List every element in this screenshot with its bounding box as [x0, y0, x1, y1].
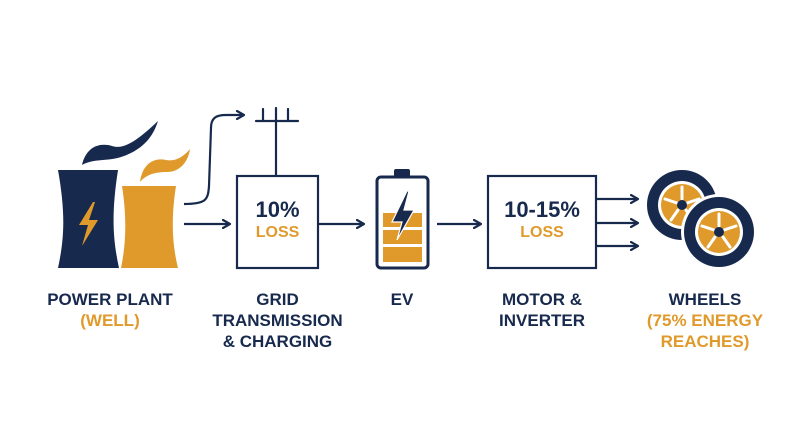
motor-loss-percent: 10-15%: [504, 197, 580, 222]
battery-fill-bottom: [383, 247, 422, 262]
ev-label: EV: [372, 289, 432, 310]
motor-label-line-2: INVERTER: [499, 311, 585, 330]
motor-label: MOTOR & INVERTER: [482, 289, 602, 331]
ev-title: EV: [390, 290, 414, 309]
orange-smoke: [140, 149, 190, 182]
wheels-title: WHEELS: [668, 290, 742, 309]
motor-loss-label: LOSS: [520, 224, 564, 241]
orange-cooling-tower: [121, 186, 178, 268]
battery-case: [375, 175, 430, 270]
wheels-sublabel-line-1: (75% ENERGY: [646, 311, 764, 330]
power-plant-title: POWER PLANT: [47, 290, 173, 309]
grid-label-line-3: & CHARGING: [222, 332, 333, 351]
battery-bolt-icon: [391, 190, 416, 241]
power-pylon-icon: [254, 106, 300, 178]
wheels-label: WHEELS (75% ENERGY REACHES): [625, 289, 785, 352]
battery-charging-icon: [375, 169, 430, 270]
grid-label: GRID TRANSMISSION & CHARGING: [205, 289, 350, 352]
battery-terminal: [394, 169, 410, 177]
lightning-bolt-icon: [79, 202, 98, 246]
grid-label-line-2: TRANSMISSION: [212, 311, 343, 330]
grid-loss-percent: 10%: [255, 197, 300, 222]
arrow-plant-to-branch: [183, 115, 244, 206]
grid-loss-label: LOSS: [255, 224, 300, 241]
motor-label-line-1: MOTOR &: [502, 290, 582, 309]
front-wheel: [681, 194, 757, 270]
battery-fill-middle: [383, 230, 422, 244]
grid-label-line-1: GRID: [256, 290, 299, 309]
power-plant-sublabel: (WELL): [80, 311, 140, 330]
wheels-sublabel-line-2: REACHES): [660, 332, 750, 351]
power-plant-icon: [58, 121, 190, 268]
wheels-icon: [647, 170, 757, 270]
grid-loss-text: 10% LOSS: [237, 197, 318, 243]
power-plant-label: POWER PLANT (WELL): [20, 289, 200, 331]
navy-smoke: [82, 121, 158, 165]
motor-loss-text: 10-15% LOSS: [488, 197, 596, 243]
grid-loss-box: [235, 174, 320, 270]
